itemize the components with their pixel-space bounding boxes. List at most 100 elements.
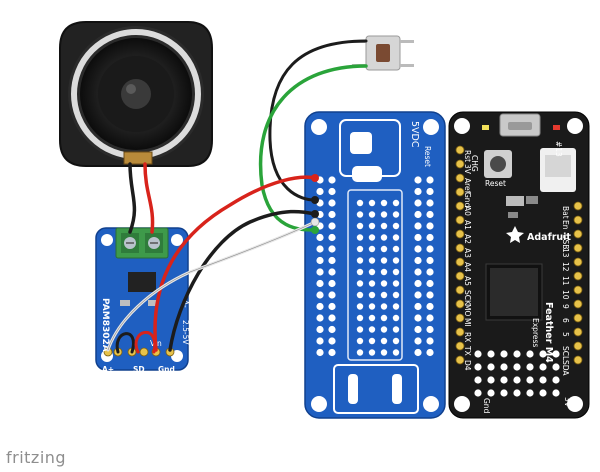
proto-hole: [414, 187, 422, 196]
feather-proto-hole: [539, 350, 547, 358]
feather-pin-right: [573, 243, 583, 253]
feather-proto-hole: [513, 376, 521, 384]
feather-proto-hole: [487, 376, 495, 384]
feather-pin-right: [573, 271, 583, 281]
feather-pin-left: [455, 145, 465, 155]
feather-proto-hole: [526, 376, 534, 384]
feather-right-pin-label: 6: [561, 318, 570, 323]
feather-pin-left: [455, 173, 465, 183]
feather-pin-right: [573, 327, 583, 337]
proto-hole: [368, 222, 376, 230]
proto-hole: [414, 279, 422, 288]
proto-hole: [414, 176, 422, 184]
feather-model-line1: Feather M4: [543, 302, 554, 363]
feather-left-pin-label: Gnd: [463, 192, 472, 208]
proto-hole: [316, 314, 324, 322]
proto-hole: [356, 257, 364, 264]
proto-hole: [328, 176, 336, 184]
feather-pin-right: [573, 201, 583, 211]
proto-hole: [328, 337, 336, 345]
feather-left-pin-label: A1: [463, 220, 472, 230]
proto-hole: [414, 302, 422, 311]
proto-hole: [392, 245, 400, 253]
proto-hole: [380, 222, 388, 230]
proto-hole: [368, 291, 376, 299]
wire-speaker-black: [128, 162, 137, 234]
proto-hole: [426, 279, 434, 288]
proto-hole: [328, 314, 336, 322]
proto-hole: [426, 199, 434, 207]
amp-label-a-minus: A-: [181, 300, 190, 308]
feather-proto-hole: [487, 350, 495, 358]
feather-pin-right: [573, 257, 583, 267]
proto-hole: [356, 303, 364, 310]
proto-hole: [426, 187, 434, 196]
proto-hole: [316, 245, 324, 253]
proto-board: 5VDC Reset: [304, 111, 446, 419]
proto-hole: [426, 348, 434, 357]
feather-proto-hole: [539, 363, 547, 371]
proto-hole: [414, 199, 422, 207]
feather-right-pin-label: 5: [561, 332, 570, 337]
proto-hole: [414, 222, 422, 230]
feather-left-pin-label: D4: [463, 360, 472, 371]
feather-left-pin-label: A5: [463, 276, 472, 286]
proto-hole: [392, 337, 400, 345]
feather-proto-hole: [526, 389, 534, 397]
feather-pin-left: [455, 271, 465, 281]
proto-hole: [414, 256, 422, 265]
feather-proto-hole: [474, 376, 482, 384]
proto-hole: [392, 199, 400, 207]
proto-hole: [368, 211, 376, 218]
proto-hole: [328, 302, 336, 311]
proto-hole: [368, 280, 376, 287]
proto-hole: [316, 279, 324, 288]
proto-hole: [368, 234, 376, 241]
proto-hole: [414, 291, 422, 299]
feather-pin-left: [455, 187, 465, 197]
feather-proto-hole: [500, 376, 508, 384]
feather-proto-hole: [474, 389, 482, 397]
feather-proto-hole: [500, 389, 508, 397]
proto-hole: [356, 245, 364, 253]
proto-hole: [328, 233, 336, 242]
feather-proto-hole: [513, 350, 521, 358]
proto-hole: [316, 268, 324, 276]
proto-hole: [356, 314, 364, 322]
proto-hole: [368, 326, 376, 333]
feather-pin-right: [573, 313, 583, 323]
proto-hole: [414, 325, 422, 334]
feather-pin-left: [455, 313, 465, 323]
proto-hole: [380, 199, 388, 207]
proto-hole: [414, 268, 422, 276]
proto-hole: [426, 222, 434, 230]
proto-hole: [426, 337, 434, 345]
feather-right-pin-label: SDA: [561, 360, 570, 376]
feather-right-pin-label: 10: [561, 290, 570, 300]
feather-pins: [455, 145, 583, 397]
feather-proto-hole: [513, 363, 521, 371]
proto-hole: [380, 268, 388, 276]
feather-right-pin-label: USB: [561, 234, 570, 249]
feather-pin-right: [573, 215, 583, 225]
proto-hole: [380, 314, 388, 322]
feather-pin-right: [573, 229, 583, 239]
proto-hole: [414, 314, 422, 322]
proto-hole: [380, 257, 388, 264]
feather-pin-right: [573, 355, 583, 365]
proto-hole: [328, 245, 336, 253]
wires: [106, 39, 368, 354]
feather-brand: Adafruit: [527, 232, 571, 243]
proto-hole: [368, 303, 376, 310]
proto-hole: [414, 210, 422, 219]
feather-proto-hole: [474, 363, 482, 371]
feather-chg-label: CHG: [470, 155, 479, 172]
proto-hole: [392, 291, 400, 299]
feather-left-pin-label: A0: [463, 206, 472, 216]
feather-pin-left: [455, 201, 465, 211]
proto-hole: [316, 233, 324, 242]
adafruit-logo: [506, 226, 524, 243]
proto-hole: [356, 234, 364, 241]
wire-button-green: [258, 64, 368, 232]
